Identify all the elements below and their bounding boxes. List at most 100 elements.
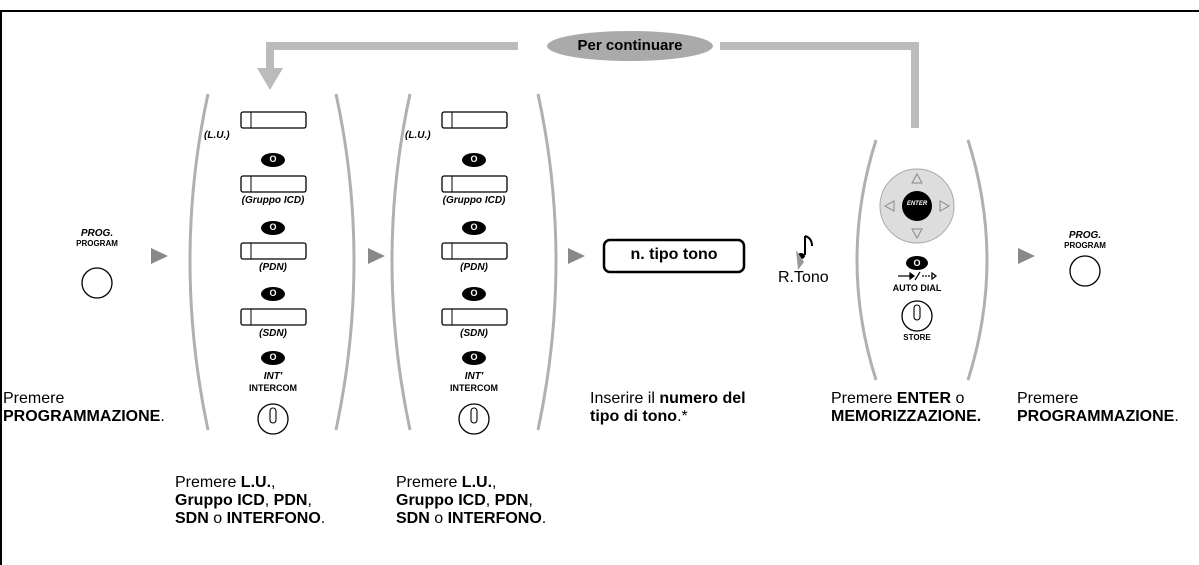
caption-bold: PROGRAMMAZIONE — [1017, 408, 1175, 425]
group2-keys — [441, 111, 508, 435]
o-key-1[interactable]: O — [269, 154, 277, 164]
enter-group-o-key — [906, 256, 928, 270]
lu-key-label: (L.U.) — [204, 130, 230, 141]
caption-bold: numero del — [659, 390, 746, 407]
enter-left-paren — [855, 139, 878, 381]
auto-dial-label: AUTO DIAL — [892, 283, 942, 293]
caption-text: .* — [677, 408, 688, 425]
store-button-slot — [913, 304, 921, 321]
o-key-3[interactable]: O — [470, 288, 478, 298]
sdn-key-label: (SDN) — [460, 328, 488, 339]
flow-arrow-2 — [368, 248, 385, 264]
group2-right-paren — [536, 93, 558, 431]
caption-bold: INTERFONO — [226, 510, 321, 527]
caption-bold: MEMORIZZAZIONE. — [831, 408, 982, 425]
caption-bold: ENTER — [896, 390, 952, 407]
caption-bold: PDN — [273, 492, 308, 509]
lu-key-label: (L.U.) — [405, 130, 431, 141]
caption-bold: Gruppo ICD — [396, 492, 486, 509]
tone-number-box: n. tipo tono — [630, 246, 718, 263]
caption-step-4: Inserire il numero del tipo di tono.* — [590, 390, 746, 426]
caption-text: Premere — [831, 390, 897, 407]
caption-text: , — [528, 492, 533, 509]
caption-text: Premere — [396, 474, 462, 491]
caption-text: . — [320, 510, 326, 527]
tone-label: R.Tono — [778, 269, 829, 286]
program-button-end-circle — [1069, 255, 1101, 287]
caption-text: , — [307, 492, 312, 509]
loop-arrowhead — [257, 68, 283, 90]
icd-key-label: (Gruppo ICD) — [241, 195, 305, 206]
caption-text: , — [485, 492, 495, 509]
enter-o-key[interactable]: O — [913, 258, 921, 268]
pdn-key-label: (PDN) — [259, 262, 287, 273]
group1-left-paren — [188, 93, 210, 431]
group2-left-paren — [390, 93, 412, 431]
caption-text: , — [492, 474, 497, 491]
store-label: STORE — [903, 333, 931, 342]
loop-label-pill — [547, 31, 713, 61]
o-key-4[interactable]: O — [269, 352, 277, 362]
caption-step-2: Premere L.U., Gruppo ICD, PDN, SDN o INT… — [175, 474, 325, 528]
caption-text: Inserire il — [590, 390, 660, 407]
caption-bold: L.U. — [461, 474, 493, 491]
o-key-2[interactable]: O — [470, 222, 478, 232]
o-key-4[interactable]: O — [470, 352, 478, 362]
caption-bold: tipo di tono — [590, 408, 678, 425]
caption-text: o — [951, 390, 965, 407]
navigator-key — [879, 168, 955, 244]
sdn-key-label: (SDN) — [259, 328, 287, 339]
int-label: INT' — [464, 371, 484, 382]
caption-step-1: Premere PROGRAMMAZIONE. — [3, 390, 165, 426]
loop-label: Per continuare — [577, 37, 683, 54]
o-key-2[interactable]: O — [269, 222, 277, 232]
caption-bold: INTERFONO — [447, 510, 542, 527]
tone-box-outline — [602, 238, 746, 274]
int-label: INT' — [263, 371, 283, 382]
intercom-label: INTERCOM — [450, 383, 498, 393]
flow-arrow-1 — [151, 248, 168, 264]
icd-key-label: (Gruppo ICD) — [442, 195, 506, 206]
program-button-start-circle — [81, 267, 113, 299]
caption-text: , — [271, 474, 276, 491]
store-button[interactable] — [902, 301, 932, 331]
program-button-end[interactable]: PROG. PROGRAM — [1038, 230, 1132, 290]
o-key-3[interactable]: O — [269, 288, 277, 298]
caption-text: Premere — [1017, 390, 1079, 407]
flow-arrow-3 — [568, 248, 585, 264]
program-label: PROGRAM — [1064, 241, 1106, 250]
caption-step-5: Premere ENTER o MEMORIZZAZIONE. — [831, 390, 981, 426]
caption-text: o — [429, 510, 448, 527]
caption-text: o — [208, 510, 227, 527]
group1-right-paren — [334, 93, 356, 431]
note-icon — [796, 235, 813, 270]
intercom-button-1[interactable] — [258, 404, 288, 434]
caption-text: Premere — [175, 474, 241, 491]
auto-dial-arrow-icon — [898, 271, 937, 281]
caption-text: . — [541, 510, 547, 527]
pdn-key-label: (PDN) — [460, 262, 488, 273]
caption-text: Premere — [3, 390, 65, 407]
frame-border — [0, 10, 1199, 565]
o-key-1[interactable]: O — [470, 154, 478, 164]
intercom-button-2[interactable] — [459, 404, 489, 434]
program-button-start[interactable]: PROG. PROGRAM — [50, 228, 144, 300]
prog-label: PROG. — [1068, 230, 1102, 241]
intercom-label: INTERCOM — [249, 383, 297, 393]
caption-bold: L.U. — [240, 474, 272, 491]
enter-button[interactable]: ENTER — [906, 201, 928, 207]
group1-keys — [240, 111, 307, 435]
prog-label: PROG. — [80, 228, 114, 239]
caption-bold: PDN — [494, 492, 529, 509]
caption-text: , — [264, 492, 274, 509]
caption-bold: Gruppo ICD — [175, 492, 265, 509]
caption-text: . — [160, 408, 165, 425]
flow-arrow-4 — [1018, 248, 1035, 264]
enter-right-paren — [966, 139, 989, 381]
continue-loop-arrow — [266, 42, 919, 128]
program-label: PROGRAM — [76, 239, 118, 248]
caption-step-3: Premere L.U., Gruppo ICD, PDN, SDN o INT… — [396, 474, 546, 528]
caption-bold: PROGRAMMAZIONE — [3, 408, 161, 425]
